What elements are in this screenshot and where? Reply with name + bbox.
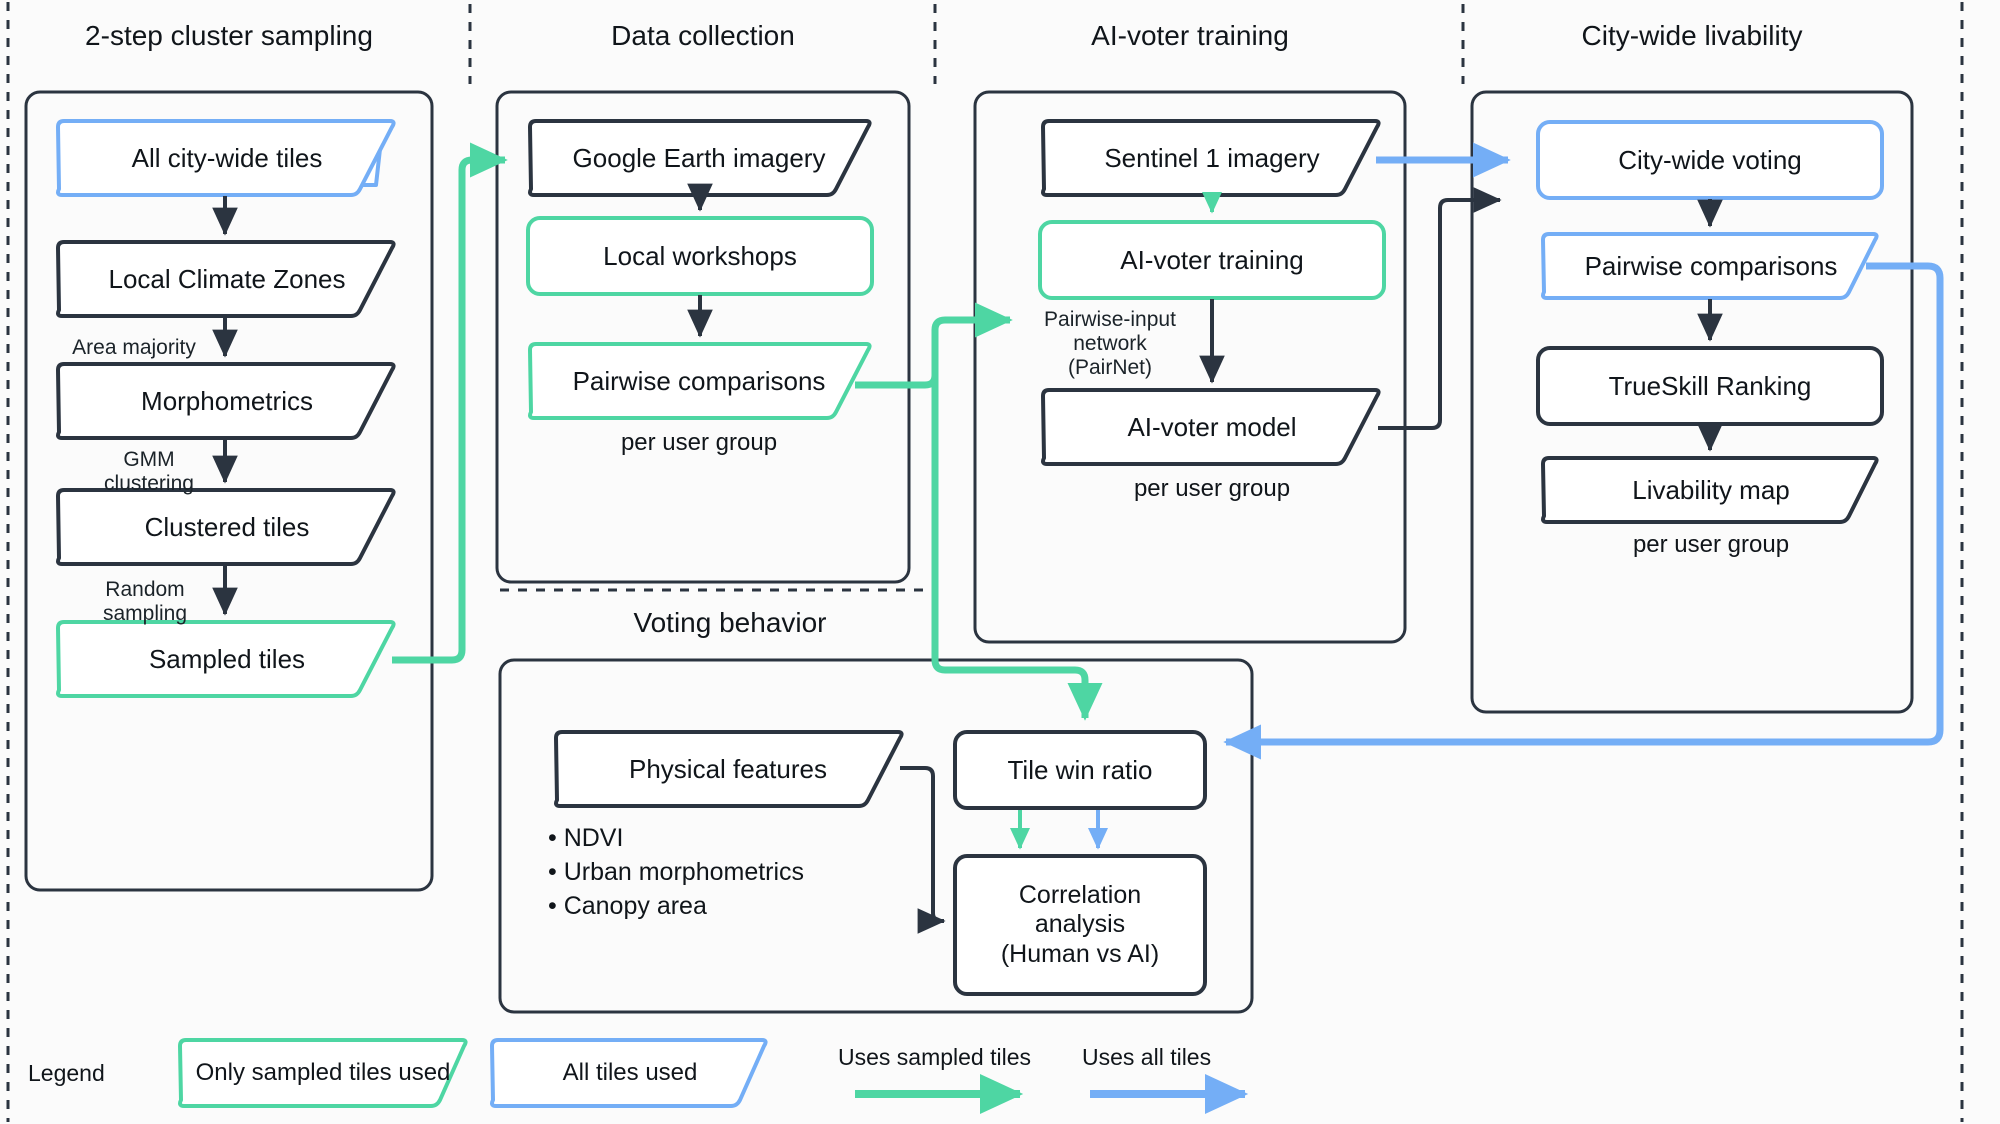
- shape-sampled-tiles: [56, 620, 396, 698]
- outer-dashed-frame: [6, 2, 1964, 1122]
- shape-tile-win-ratio: [953, 730, 1207, 810]
- shape-pairwise-comparisons-dc: [528, 342, 872, 420]
- edges-voting: [900, 766, 1108, 934]
- shape-city-wide-voting: [1536, 120, 1884, 200]
- group-data-collection: [495, 90, 911, 584]
- shape-all-city-wide-tiles-outline: [56, 119, 396, 197]
- connector-pairwise-to-ai-and-tile: [855, 302, 1103, 721]
- shape-local-climate-zones: [56, 240, 396, 318]
- group-containers: [24, 90, 1914, 1014]
- node-shapes-voting: [554, 730, 1207, 996]
- shape-sentinel-1-imagery: [1041, 119, 1381, 197]
- shape-ai-voter-training: [1038, 220, 1386, 300]
- shape-morphometrics: [56, 362, 396, 440]
- node-shapes-col1: [56, 119, 396, 698]
- column-separators: [468, 4, 1465, 592]
- shape-physical-features: [554, 730, 904, 808]
- node-shapes-col3: [1038, 119, 1386, 466]
- connector-ai-model-to-citywide-voting: [1378, 187, 1502, 430]
- shape-local-workshops: [526, 216, 874, 296]
- shape-pairwise-comparisons-cw: [1541, 232, 1879, 300]
- connector-sampled-to-google-earth: [392, 142, 508, 664]
- node-shapes-col4: [1536, 120, 1884, 524]
- shape-livability-map: [1541, 456, 1879, 524]
- group-city-wide-livability: [1470, 90, 1914, 714]
- shape-ai-voter-model: [1041, 388, 1381, 466]
- shape-correlation-analysis: [953, 854, 1207, 996]
- node-shapes-col2: [526, 119, 874, 420]
- legend-shapes: [178, 1038, 768, 1108]
- connector-citywide-pairwise-to-tile-win-ratio: [1223, 262, 1944, 760]
- shape-google-earth-imagery: [528, 119, 872, 197]
- group-ai-voter-training: [973, 90, 1407, 644]
- group-cluster-sampling: [24, 90, 434, 892]
- group-voting-behavior: [498, 658, 1254, 1014]
- shape-clustered-tiles: [56, 488, 396, 566]
- legend-shape-sampled: [178, 1038, 468, 1108]
- shape-trueskill-ranking: [1536, 346, 1884, 426]
- legend-shape-all-tiles: [490, 1038, 768, 1108]
